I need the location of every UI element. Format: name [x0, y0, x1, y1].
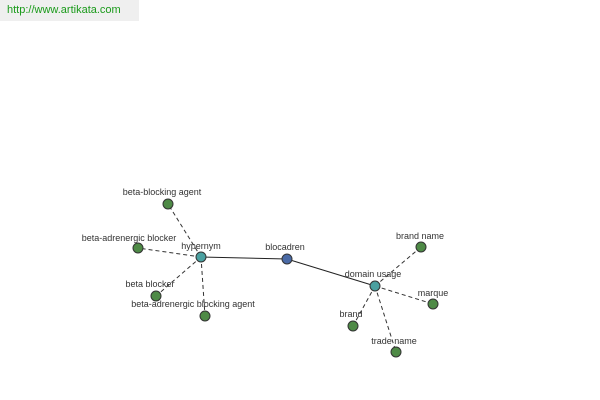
- node-marque[interactable]: [427, 298, 439, 310]
- edge-hypernym-beta-blocking-agent: [167, 203, 202, 258]
- edge-domain-usage-brand-name: [374, 246, 422, 287]
- edge-blocadren-hypernym: [200, 256, 288, 260]
- edge-hypernym-beta-blocker: [155, 256, 202, 297]
- source-link[interactable]: http://www.artikata.com: [7, 4, 121, 16]
- node-hypernym[interactable]: [195, 251, 207, 263]
- label-beta-blocker: beta blocker: [125, 279, 174, 289]
- label-brand-name: brand name: [396, 231, 444, 241]
- label-trade-name: trade name: [371, 336, 417, 346]
- node-blocadren[interactable]: [281, 253, 293, 265]
- edge-hypernym-beta-adrenergic-blocker: [137, 247, 202, 258]
- label-marque: marque: [418, 288, 449, 298]
- label-beta-adrenergic-blocker: beta-adrenergic blocker: [82, 233, 177, 243]
- graph-edges: [137, 203, 434, 353]
- node-domain-usage[interactable]: [369, 280, 381, 292]
- source-banner: http://www.artikata.com: [0, 0, 139, 21]
- node-brand-name[interactable]: [415, 241, 427, 253]
- edge-hypernym-beta-adrenergic-blocking-agent: [200, 256, 206, 317]
- node-beta-adrenergic-blocker[interactable]: [132, 242, 144, 254]
- node-beta-blocker[interactable]: [150, 290, 162, 302]
- graph-nodes: [132, 198, 439, 358]
- label-brand: brand: [339, 309, 362, 319]
- node-brand[interactable]: [347, 320, 359, 332]
- edge-blocadren-domain-usage: [286, 258, 376, 287]
- label-domain-usage: domain usage: [345, 269, 402, 279]
- node-beta-adrenergic-blocking-agent[interactable]: [199, 310, 211, 322]
- edge-domain-usage-brand: [352, 285, 376, 327]
- node-trade-name[interactable]: [390, 346, 402, 358]
- node-beta-blocking-agent[interactable]: [162, 198, 174, 210]
- label-beta-adrenergic-blocking-agent: beta-adrenergic blocking agent: [131, 299, 255, 309]
- label-blocadren: blocadren: [265, 242, 305, 252]
- edge-domain-usage-trade-name: [374, 285, 397, 353]
- graph-labels: blocadren hypernym domain usage beta-blocki…: [82, 187, 449, 346]
- label-beta-blocking-agent: beta-blocking agent: [123, 187, 202, 197]
- label-hypernym: hypernym: [181, 241, 221, 251]
- edge-domain-usage-marque: [374, 285, 434, 305]
